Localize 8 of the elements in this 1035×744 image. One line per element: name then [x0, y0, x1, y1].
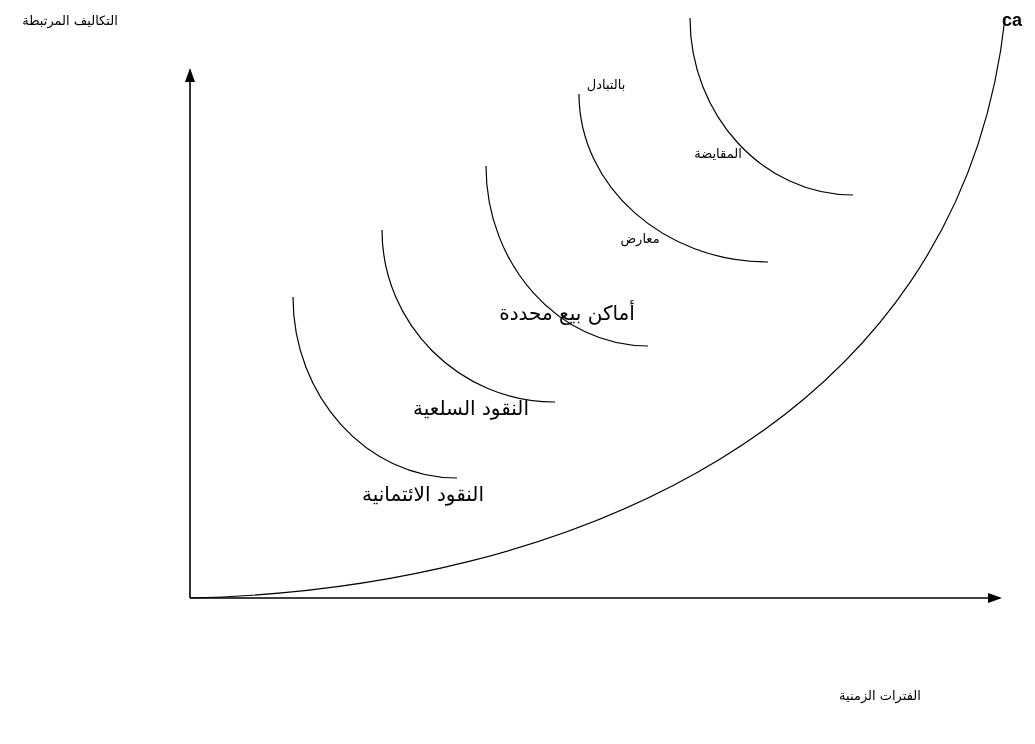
curve-label: معارض	[620, 231, 660, 245]
curve-label: النقود الائتمانية	[362, 484, 484, 504]
curve-label: بالتبادل	[586, 77, 626, 91]
cut-off-text: ca	[1002, 11, 1022, 29]
curve-label: النقود السلعية	[413, 398, 529, 418]
axis-title: التكاليف المرتبطة	[22, 13, 118, 27]
curve-label: المقايضة	[694, 146, 742, 160]
axis-title: الفترات الزمنية	[839, 688, 921, 702]
